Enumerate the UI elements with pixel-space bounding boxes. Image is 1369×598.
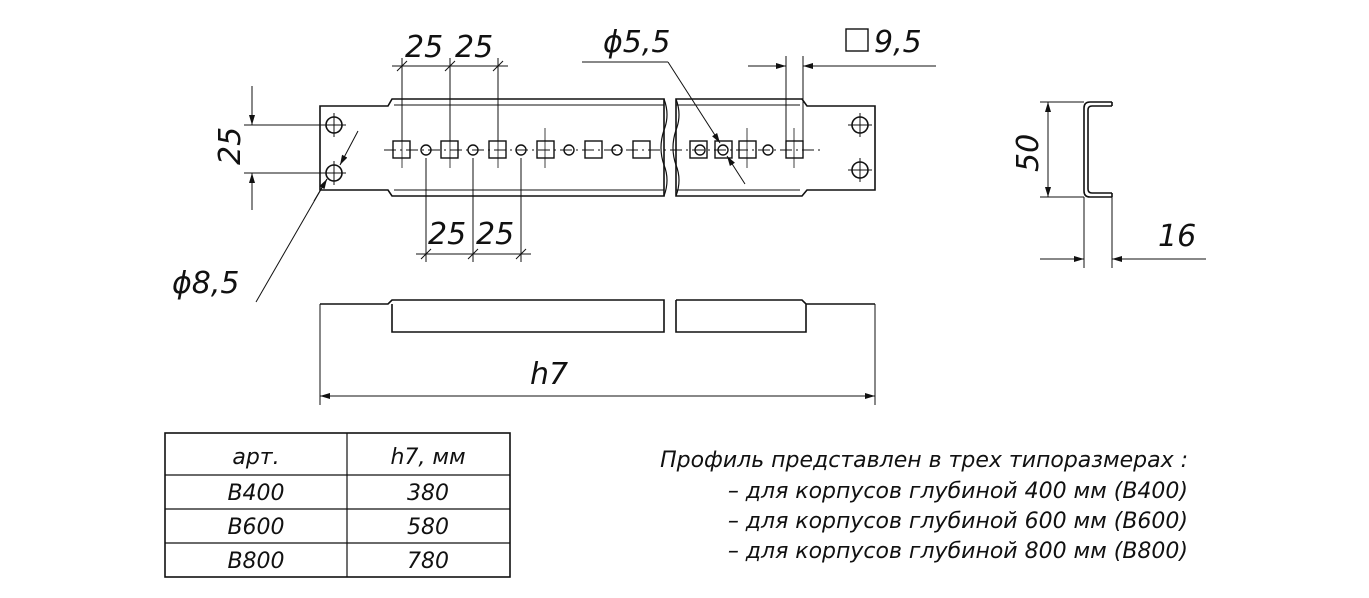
table-cell-length: 780 (407, 549, 449, 574)
note-title: Профиль представлен в трех типоразмерах … (660, 448, 1188, 473)
dim-square-hole (748, 28, 936, 141)
perforation-holes (392, 128, 804, 168)
table-header-length: h7, мм (390, 445, 465, 470)
dim-profile-height (1040, 101, 1084, 198)
dim-bottom-pitch (416, 158, 531, 262)
size-table (164, 432, 511, 578)
leader-round-hole (582, 61, 746, 185)
dim-pitch-bottom-1: 25 (428, 217, 466, 252)
note-line: – для корпусов глубиной 800 мм (B800) (728, 539, 1188, 564)
mount-holes (322, 113, 872, 185)
dim-profile-flange (1040, 197, 1206, 268)
table-cell-article: B800 (227, 549, 284, 574)
dim-top-pitch (392, 58, 508, 141)
dim-pitch-top-2: 25 (455, 30, 493, 65)
dim-length-value: h7 (530, 357, 568, 392)
note-line: – для корпусов глубиной 400 мм (B400) (728, 479, 1188, 504)
rail-outline-right (675, 98, 876, 197)
table-cell-article: B600 (227, 515, 284, 540)
dim-mount-hole: ϕ8,5 (172, 266, 240, 301)
mount-hole-bottom-right (848, 158, 872, 182)
rail-side-profile (1083, 101, 1113, 198)
leader-mount-hole (255, 130, 359, 303)
dim-round-hole: ϕ5,5 (603, 25, 671, 60)
mount-hole-top-right (848, 113, 872, 137)
dim-profile-height-value: 50 (1011, 134, 1046, 172)
dim-square-size: 9,5 (874, 25, 922, 60)
note-line: – для корпусов глубиной 600 мм (B600) (728, 509, 1188, 534)
dim-vertical-left (244, 86, 326, 210)
table-header-article: арт. (232, 445, 279, 470)
dim-pitch-top-1: 25 (405, 30, 443, 65)
table-cell-length: 580 (407, 515, 449, 540)
table-cell-article: B400 (227, 481, 284, 506)
rail-front-view (319, 98, 876, 197)
dim-profile-flange-value: 16 (1158, 219, 1196, 254)
dim-pitch-bottom-2: 25 (476, 217, 514, 252)
table-cell-length: 380 (407, 481, 449, 506)
dim-vertical-25: 25 (213, 127, 248, 165)
rail-top-view (319, 299, 876, 405)
